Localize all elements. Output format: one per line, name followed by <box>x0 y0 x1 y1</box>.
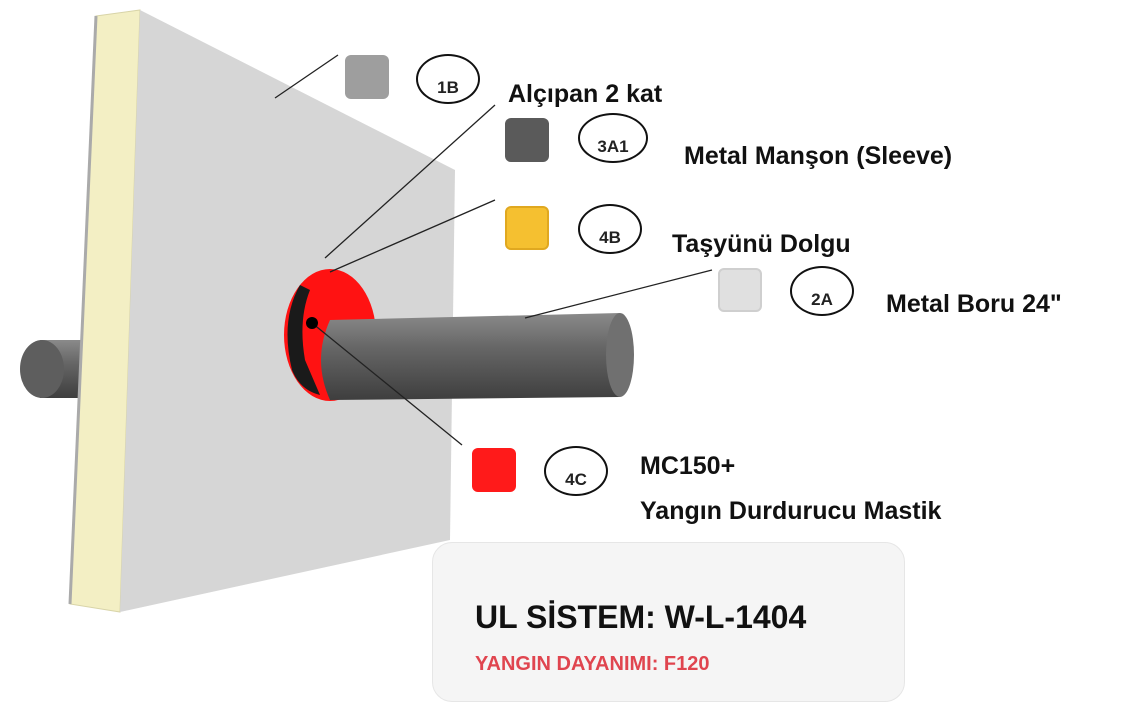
code-badge-4c: 4C <box>544 446 608 496</box>
code-badge-1b: 1B <box>416 54 480 104</box>
label-mineral-wool: Taşyünü Dolgu <box>672 230 851 258</box>
leader-lines <box>274 54 713 446</box>
swatch-4b <box>505 206 549 250</box>
code-4c: 4C <box>565 470 587 489</box>
label-mastic-desc: Yangın Durdurucu Mastik <box>640 497 942 525</box>
label-sleeve: Metal Manşon (Sleeve) <box>684 142 953 170</box>
wall-edge-line <box>68 15 98 605</box>
code-1b: 1B <box>437 78 459 97</box>
code-badge-4b: 4B <box>578 204 642 254</box>
code-4b: 4B <box>599 228 621 247</box>
code-2a: 2A <box>811 290 833 309</box>
leader-dot <box>306 317 318 329</box>
code-badge-3a1: 3A1 <box>578 113 648 163</box>
label-mastic-product: MC150+ <box>640 452 736 480</box>
metal-pipe <box>321 313 634 400</box>
swatch-2a <box>718 268 762 312</box>
swatch-4c <box>472 448 516 492</box>
swatch-3a1 <box>505 118 549 162</box>
code-3a1: 3A1 <box>597 137 629 156</box>
label-metal-pipe: Metal Boru 24" <box>886 290 1062 318</box>
code-badge-2a: 2A <box>790 266 854 316</box>
fire-rating: YANGIN DAYANIMI: F120 <box>475 653 710 675</box>
ul-system-card: UL SİSTEM: W-L-1404 YANGIN DAYANIMI: F12… <box>432 542 905 702</box>
swatch-1b <box>345 55 389 99</box>
ul-system-title: UL SİSTEM: W-L-1404 <box>475 599 807 635</box>
label-gypsum: Alçıpan 2 kat <box>508 80 663 108</box>
